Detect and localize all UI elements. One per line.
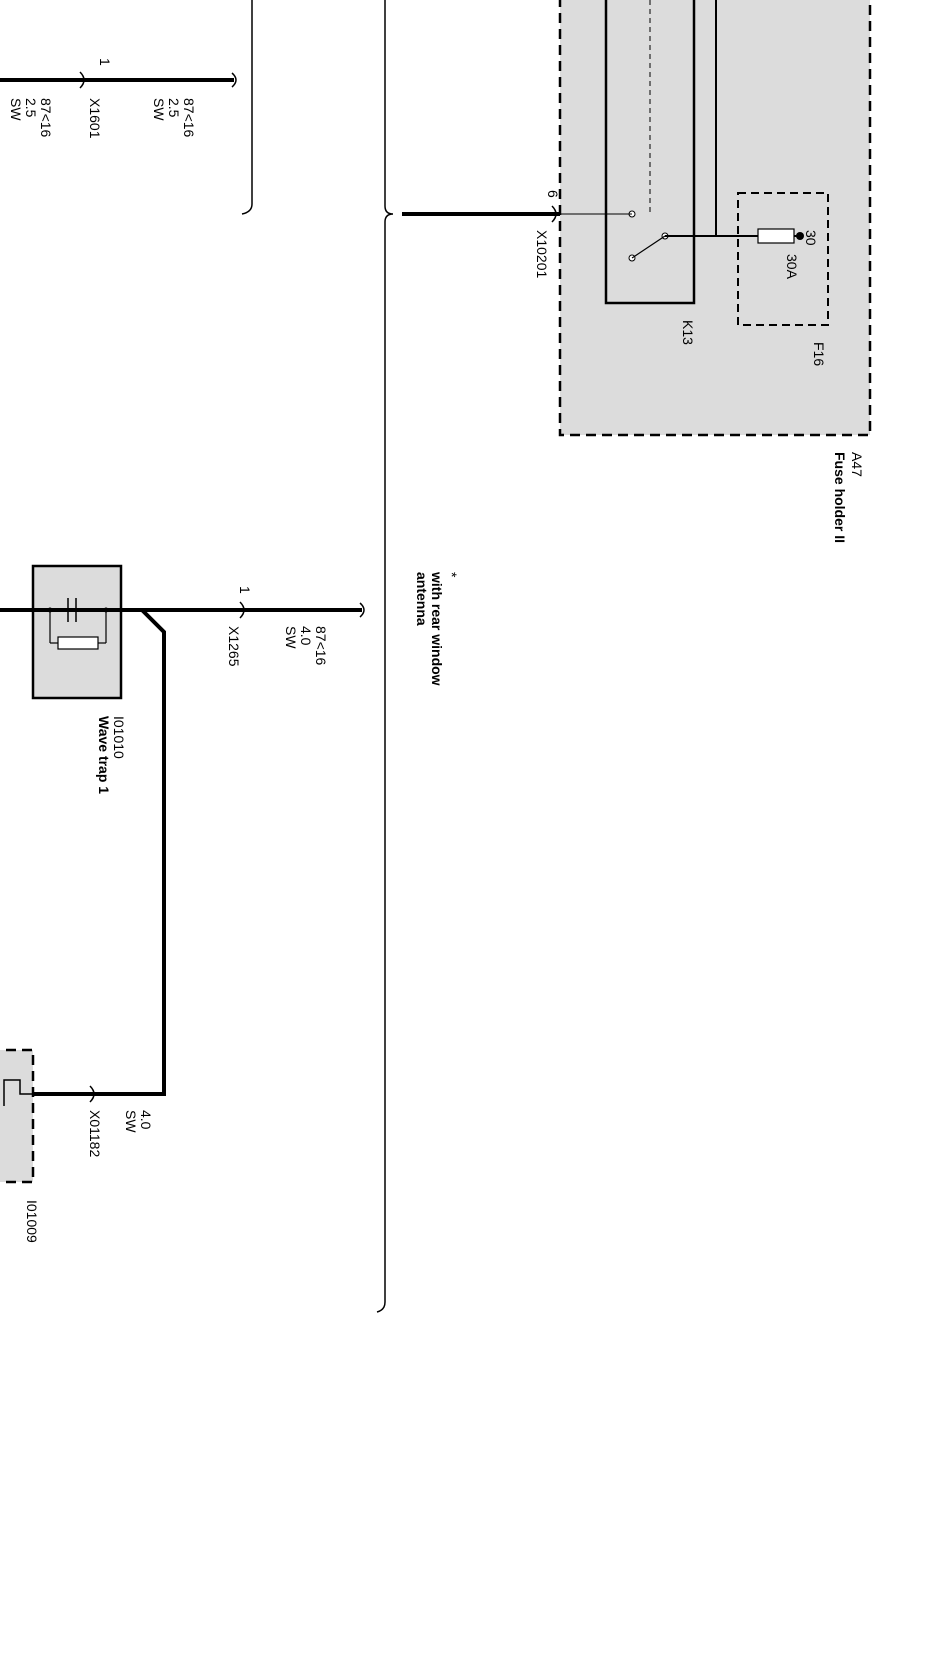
relay-k13 bbox=[604, 0, 696, 305]
note-line2: antenna bbox=[414, 572, 430, 626]
component-i01009 bbox=[0, 1048, 35, 1184]
connector-id: X1601 bbox=[87, 98, 103, 139]
wire-size: 4.0 bbox=[298, 626, 314, 646]
note-line1: with rear window bbox=[429, 571, 445, 686]
wire-color: SW bbox=[283, 626, 299, 649]
connector-x10201: 6 X10201 bbox=[402, 190, 561, 278]
fuse-terminal-dot bbox=[796, 232, 804, 240]
wire-end bbox=[231, 72, 237, 88]
note-mark: * bbox=[444, 572, 460, 578]
i01009-contact bbox=[3, 1079, 32, 1106]
i01009-box bbox=[0, 1048, 35, 1184]
fuse-f16-box bbox=[737, 192, 829, 326]
connector-pin: 6 bbox=[545, 190, 561, 198]
relay-switch-arm bbox=[631, 235, 666, 259]
wire-end bbox=[359, 602, 365, 618]
wave-trap-box bbox=[31, 564, 123, 700]
wire-branch bbox=[32, 608, 166, 1096]
i01009-id: I01009 bbox=[24, 1200, 40, 1243]
fuse-holder-module: 30 30A F16 K13 bbox=[558, 0, 872, 437]
wire-signal: 87<16 bbox=[181, 98, 197, 138]
connector-symbol bbox=[551, 205, 557, 223]
connector-x01182: X01182 4.0 SW bbox=[87, 1085, 154, 1157]
connector-x1265: 1 X1265 87<16 4.0 SW bbox=[0, 586, 365, 667]
fuse-id-label: F16 bbox=[811, 342, 827, 366]
wave-trap-name: Wave trap 1 bbox=[96, 716, 112, 794]
relay-id-label: K13 bbox=[680, 320, 696, 345]
wire-color: SW bbox=[8, 98, 24, 121]
wire-color: SW bbox=[151, 98, 167, 121]
fuse-element bbox=[757, 228, 795, 244]
fuse-holder-id: A47 bbox=[849, 452, 865, 477]
connector-symbol bbox=[89, 1085, 95, 1103]
wave-trap-id: I01010 bbox=[111, 716, 127, 759]
brace-top-left bbox=[241, 0, 253, 215]
connector-id: X10201 bbox=[534, 230, 550, 278]
wire-size: 2.5 bbox=[166, 98, 182, 118]
fuse-rating-label: 30A bbox=[784, 254, 800, 280]
trap-resistor bbox=[57, 636, 99, 650]
wire-size: 2.5 bbox=[23, 98, 39, 118]
connector-id: X1265 bbox=[226, 626, 242, 667]
wave-trap bbox=[31, 564, 123, 700]
wire-size: 4.0 bbox=[138, 1110, 154, 1130]
brace-long bbox=[376, 0, 394, 1313]
connector-pin: 1 bbox=[97, 58, 113, 66]
connector-id: X01182 bbox=[87, 1110, 103, 1157]
fuse-terminal-label: 30 bbox=[803, 230, 819, 246]
wire-color: SW bbox=[123, 1110, 139, 1133]
connector-symbol bbox=[239, 601, 245, 619]
connector-symbol bbox=[79, 71, 85, 89]
connector-pin: 1 bbox=[237, 586, 253, 594]
wire-signal: 87<16 bbox=[313, 626, 329, 666]
wire-signal: 87<16 bbox=[38, 98, 54, 138]
connector-x1601: 1 X1601 87<16 2.5 SW 87<16 2.5 SW bbox=[0, 0, 253, 215]
fuse-holder-name: Fuse holder II bbox=[832, 452, 848, 543]
